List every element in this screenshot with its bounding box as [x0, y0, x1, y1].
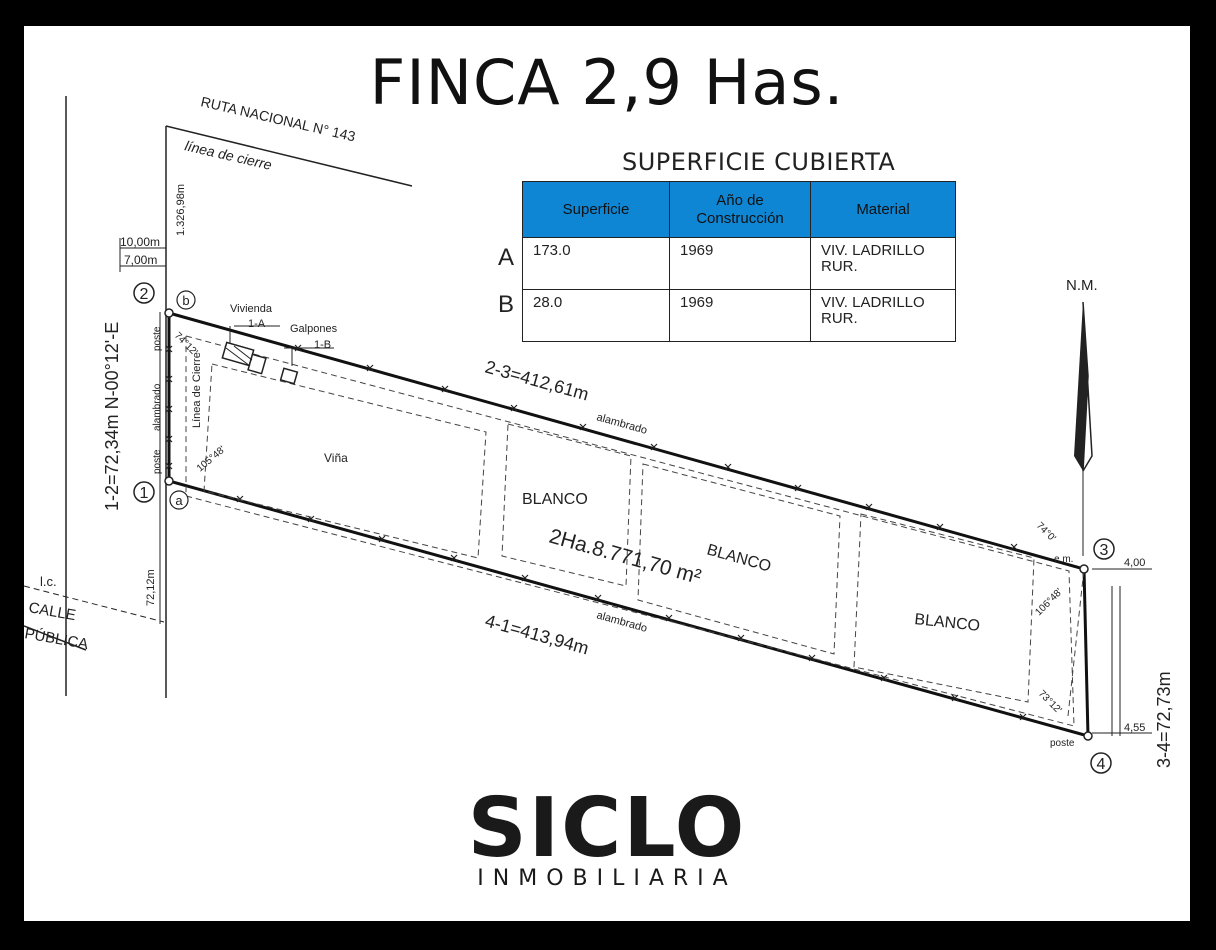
table-title: SUPERFICIE CUBIERTA	[622, 148, 896, 176]
point-marker-2: 2	[133, 282, 155, 304]
side-1-2-label: 1-2=72,34m N-00°12'-E	[102, 322, 122, 511]
vertex-4	[1083, 731, 1093, 741]
lc-label: l.c.	[40, 574, 57, 589]
cell-anio: 1969	[669, 237, 811, 290]
angle-2: 105°48'	[195, 444, 228, 474]
svg-text:a: a	[175, 493, 183, 508]
cell-material: VIV. LADRILLO RUR.	[810, 237, 956, 290]
galpones-code: 1-B	[314, 339, 331, 351]
fence-marks-top	[294, 344, 1018, 551]
area-label: 2Ha.8.771,70 m²	[547, 525, 704, 589]
brand-logo: SICLO	[467, 781, 747, 876]
point-marker-3: 3	[1093, 538, 1115, 560]
fence-marks-left	[165, 345, 173, 470]
table-row: 28.0 1969 VIV. LADRILLO RUR.	[522, 289, 956, 342]
blanco-parcel-1	[501, 423, 632, 587]
galpon-building	[279, 367, 299, 385]
row-label-a: A	[498, 244, 515, 271]
vertex-b	[164, 308, 174, 318]
road-top-line	[165, 125, 413, 187]
site-plan: 2 1 3 4 b a RUTA NACIONAL N° 143 línea d…	[24, 93, 1174, 774]
fence-marks-bottom	[236, 495, 1027, 721]
angle-4: 106°48'	[1033, 586, 1065, 618]
linea-cierre-inner	[185, 335, 1075, 727]
vertex-3	[1079, 564, 1089, 574]
table-row: 173.0 1969 VIV. LADRILLO RUR.	[522, 237, 956, 290]
svg-text:3: 3	[1100, 542, 1109, 559]
superficie-table: Superficie Año de Construcción Material …	[522, 181, 956, 342]
poste-bottom-label: poste	[152, 449, 163, 474]
blanco-label-3: BLANCO	[914, 611, 981, 635]
row-label-b: B	[498, 291, 515, 318]
angle-3: 74°0'	[1034, 520, 1058, 544]
blanco-label-2: BLANCO	[705, 541, 773, 575]
header-anio: Año de Construcción	[669, 181, 811, 238]
calle-edge-line	[24, 625, 87, 651]
em-label: e.m.	[1054, 554, 1073, 565]
galpones-label: Galpones	[290, 323, 338, 335]
point-marker-b: b	[176, 290, 196, 310]
blanco-parcel-2	[637, 463, 841, 655]
side-3-4-label: 3-4=72,73m	[1154, 671, 1174, 768]
vina-label: Viña	[324, 451, 348, 465]
cell-superficie: 28.0	[522, 289, 670, 342]
point-marker-1: 1	[133, 481, 155, 503]
vina-parcel	[203, 363, 487, 559]
poste-top-label: poste	[152, 326, 163, 351]
dist-10m-label: 10,00m	[120, 235, 160, 249]
side-2-3-label: 2-3=412,61m	[483, 357, 591, 405]
dist-72-12-label: 72,12m	[145, 569, 157, 606]
north-label: N.M.	[1066, 277, 1098, 294]
cell-material: VIV. LADRILLO RUR.	[810, 289, 956, 342]
vivienda-label: Vivienda	[230, 303, 273, 315]
header-superficie: Superficie	[522, 181, 670, 238]
publica-label: PÚBLICA	[24, 625, 89, 653]
blanco-label-1: BLANCO	[522, 491, 588, 508]
alambrado-left-label: alambrado	[152, 383, 163, 431]
dist-4-00-label: 4,00	[1124, 557, 1145, 569]
dist-7m-label: 7,00m	[124, 253, 157, 267]
brand-subtitle: INMOBILIARIA	[477, 866, 737, 891]
angle-5: 73°12'	[1036, 688, 1064, 716]
page-title: FINCA 2,9 Has.	[369, 46, 845, 119]
svg-text:1: 1	[140, 485, 149, 502]
side-4-1-label: 4-1=413,94m	[483, 611, 591, 659]
vertex-a	[164, 476, 174, 486]
svg-text:b: b	[182, 293, 189, 308]
vivienda-building	[221, 341, 267, 375]
blanco-parcel-3	[853, 513, 1035, 703]
linea-cierre-inner-label: Línea de Cierre	[191, 352, 203, 428]
cell-superficie: 173.0	[522, 237, 670, 290]
cell-anio: 1969	[669, 289, 811, 342]
svg-text:2: 2	[140, 286, 149, 303]
calle-dashed-line	[24, 585, 165, 623]
table-header-row: Superficie Año de Construcción Material	[522, 181, 956, 238]
point-marker-4: 4	[1090, 752, 1112, 774]
point-marker-a: a	[169, 490, 189, 510]
header-material: Material	[810, 181, 956, 238]
vivienda-code: 1-A	[248, 318, 266, 330]
svg-text:4: 4	[1097, 756, 1106, 773]
dist-1326-label: 1.326,98m	[175, 184, 187, 236]
poste-right-label: poste	[1050, 738, 1075, 749]
north-arrow	[1074, 301, 1093, 556]
calle-label: CALLE	[27, 599, 77, 624]
linea-cierre-top-label: línea de cierre	[183, 137, 273, 173]
plan-sheet: 2 1 3 4 b a RUTA NACIONAL N° 143 línea d…	[24, 26, 1190, 921]
right-dashed	[1067, 568, 1085, 717]
dist-4-55-label: 4,55	[1124, 722, 1145, 734]
